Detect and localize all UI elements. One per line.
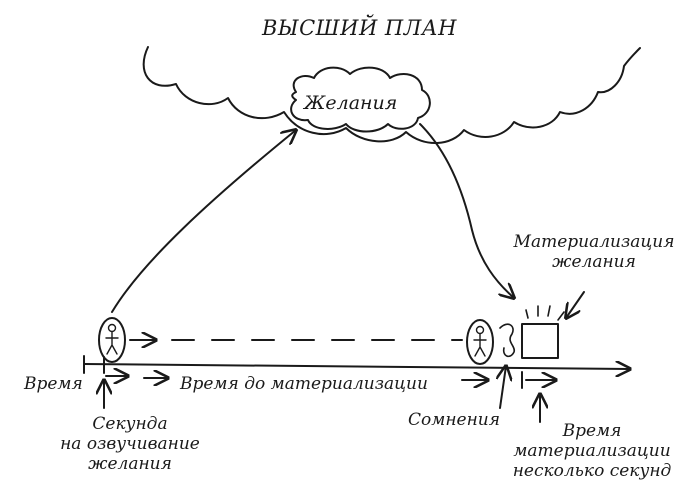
time-axis [83,364,630,369]
materialized-box-rays [525,305,565,321]
materialization-label-line-1: Материализация [513,232,675,252]
time-to-materialization-label: Время до материализации [180,374,428,394]
second-label: Секунда на озвучивание желания [40,414,220,474]
materialization-time-line-2: материализации [513,441,671,461]
upper-plane-title: ВЫСШИЙ ПЛАН [262,16,457,40]
desire-arrow-up [111,130,296,313]
person-right-figure [473,325,487,357]
materialization-label-line-2: желания [552,252,636,272]
second-label-line-1: Секунда [92,414,168,434]
second-label-line-3: желания [88,454,172,474]
person-right-oval [466,319,494,365]
person-left-figure [105,323,119,355]
materialization-arrow-down [419,123,514,298]
desires-label: Желания [304,92,398,114]
person-left-oval [98,317,126,363]
materialization-time-line-1: Время [562,421,622,441]
materialization-time-label: Время материализации несколько секунд [492,421,692,481]
box-pointer-arrow [566,291,585,318]
materialization-label: Материализация желания [500,232,688,272]
second-label-line-2: на озвучивание [60,434,200,454]
time-label: Время [24,374,83,394]
doubts-pointer-arrow [500,366,506,409]
upper-plane-cloud [142,46,641,145]
materialization-time-line-3: несколько секунд [512,461,672,481]
doubts-label: Сомнения [408,410,500,430]
materialized-box [521,323,559,359]
doubts-squiggle [499,323,516,358]
desires-cloud [290,66,431,133]
